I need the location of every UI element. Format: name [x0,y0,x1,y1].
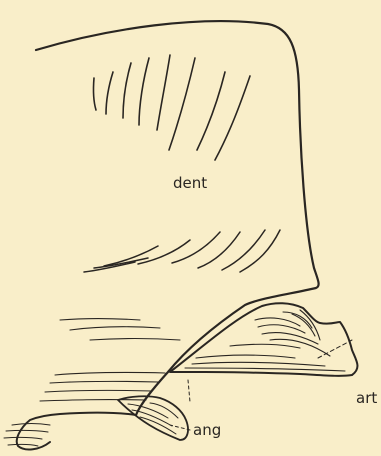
label-dent: dent [173,176,207,191]
label-art: art [356,391,377,406]
dentary-striations-base [40,319,180,402]
art-leader-line [318,340,352,358]
dentary-striations-lower [84,230,280,272]
ang-leader-line-vertical [188,380,190,402]
dentary-striations-upper [93,55,250,160]
articular-outline [170,303,357,376]
angular-striations [128,403,178,434]
label-ang: ang [193,423,221,438]
anterior-lobe-striations [4,424,50,447]
